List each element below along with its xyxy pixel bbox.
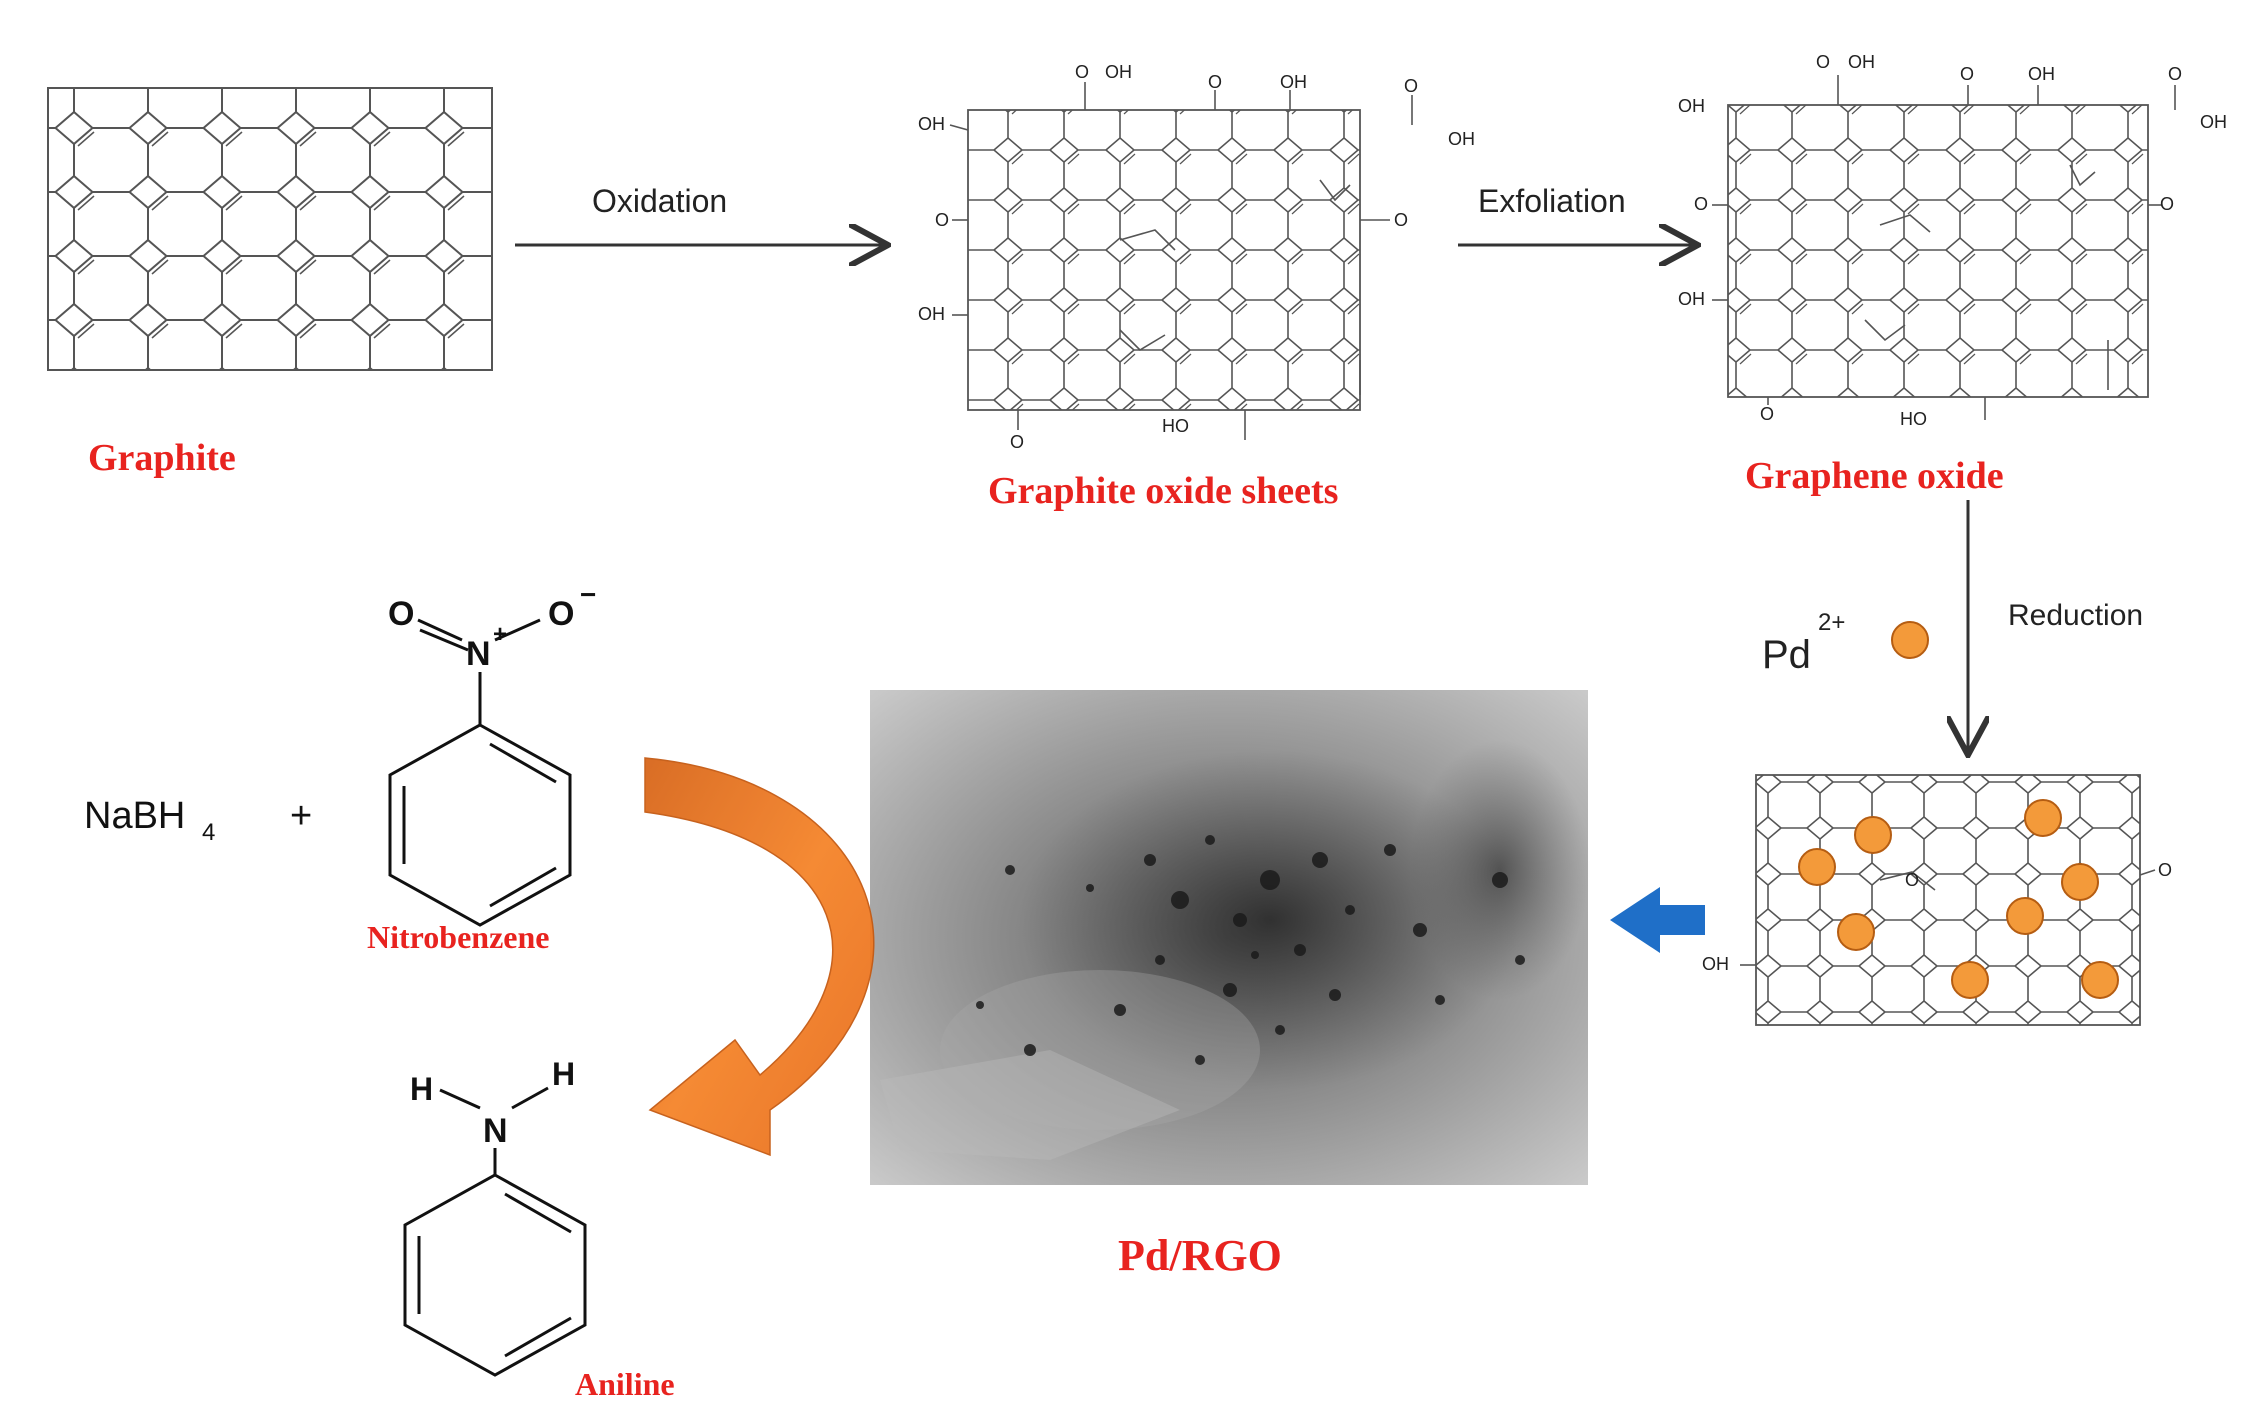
label-exfoliation: Exfoliation (1478, 183, 1626, 219)
nitro-o-left: O (388, 595, 414, 633)
gr-group-oh-left2: OH (1678, 289, 1705, 309)
go-group-cooh-o: O (1075, 62, 1089, 82)
aniline-structure (403, 1086, 587, 1377)
pd-particle (1798, 848, 1836, 886)
go-group-cooh-oh: OH (1105, 62, 1132, 82)
go-group-oh: OH (1280, 72, 1307, 92)
pd-particle (1951, 961, 1989, 999)
go-group-o-left: O (935, 210, 949, 230)
label-graphite: Graphite (88, 437, 236, 479)
gr-group-oh1: OH (1848, 52, 1875, 72)
nabh4-sub: 4 (202, 819, 215, 846)
nabh4-main: NaBH (84, 795, 185, 837)
label-oxidation: Oxidation (592, 183, 727, 219)
pd-rgo-group-oh: OH (1702, 954, 1729, 974)
label-graphite-oxide-sheets: Graphite oxide sheets (988, 470, 1338, 512)
tem-image (870, 690, 1590, 1185)
go-group-oh-left: OH (918, 114, 945, 134)
go-group-o-bottom: O (1010, 432, 1024, 452)
pd-ion-charge: 2+ (1818, 609, 1845, 636)
label-graphene-oxide: Graphene oxide (1745, 455, 2004, 497)
aniline-n-atom: N (483, 1112, 508, 1150)
go-group-ho-bottom: HO (1162, 416, 1189, 436)
graphite-structure (47, 87, 493, 371)
pd-nanoparticles (1798, 799, 2119, 999)
nitro-n-atom: N (466, 635, 491, 673)
pd-particle (2061, 863, 2099, 901)
gr-group-ho-bottom: HO (1900, 409, 1927, 429)
pd-particle (1854, 816, 1892, 854)
nitro-n-charge: + (493, 621, 507, 648)
go-group-oh-topright: OH (1448, 129, 1475, 149)
gr-group-oh3: OH (2200, 112, 2227, 132)
pd-particle (2024, 799, 2062, 837)
label-nitrobenzene: Nitrobenzene (367, 919, 549, 955)
pd-rgo-group-o: O (2158, 860, 2172, 880)
aniline-h-right: H (552, 1056, 575, 1092)
label-aniline: Aniline (575, 1366, 675, 1402)
go-group-oh-left2: OH (918, 304, 945, 324)
gr-group-o1: O (1816, 52, 1830, 72)
pd-particle-legend (1891, 621, 1929, 659)
nitro-o-charge: − (580, 579, 596, 610)
gr-group-o3: O (2168, 64, 2182, 84)
gr-group-o2: O (1960, 64, 1974, 84)
graphite-oxide-structure (949, 82, 1413, 440)
graphite-oxide-groups: O OH O OH OH O OH O HO O O OH (918, 62, 1475, 452)
gr-group-o-bottom: O (1760, 404, 1774, 424)
pd-particle (2006, 897, 2044, 935)
aniline-h-left: H (410, 1071, 433, 1107)
label-reduction: Reduction (2008, 599, 2143, 632)
pd-particle (2081, 961, 2119, 999)
label-pd-rgo: Pd/RGO (1118, 1231, 1282, 1280)
graphene-oxide-structure (1712, 75, 2176, 420)
orange-curved-arrow (644, 757, 875, 1157)
go-group-o-topright: O (1404, 76, 1418, 96)
gr-group-oh-left: OH (1678, 96, 1705, 116)
pd-particle (1837, 913, 1875, 951)
gr-group-oh2: OH (2028, 64, 2055, 84)
nitro-o-right: O (548, 595, 574, 633)
go-group-o: O (1208, 72, 1222, 92)
gr-group-o-left: O (1694, 194, 1708, 214)
go-group-o-right: O (1394, 210, 1408, 230)
pd-ion-symbol: Pd (1762, 633, 1811, 677)
blue-arrow (1610, 887, 1705, 953)
nitrobenzene-structure (388, 618, 572, 927)
plus-sign: + (290, 795, 312, 837)
graphene-oxide-groups: O OH O OH O OH OH O OH O HO O (1678, 52, 2227, 429)
gr-group-o-right: O (2160, 194, 2174, 214)
pd-rgo-group-o-epoxy: O (1905, 870, 1919, 890)
